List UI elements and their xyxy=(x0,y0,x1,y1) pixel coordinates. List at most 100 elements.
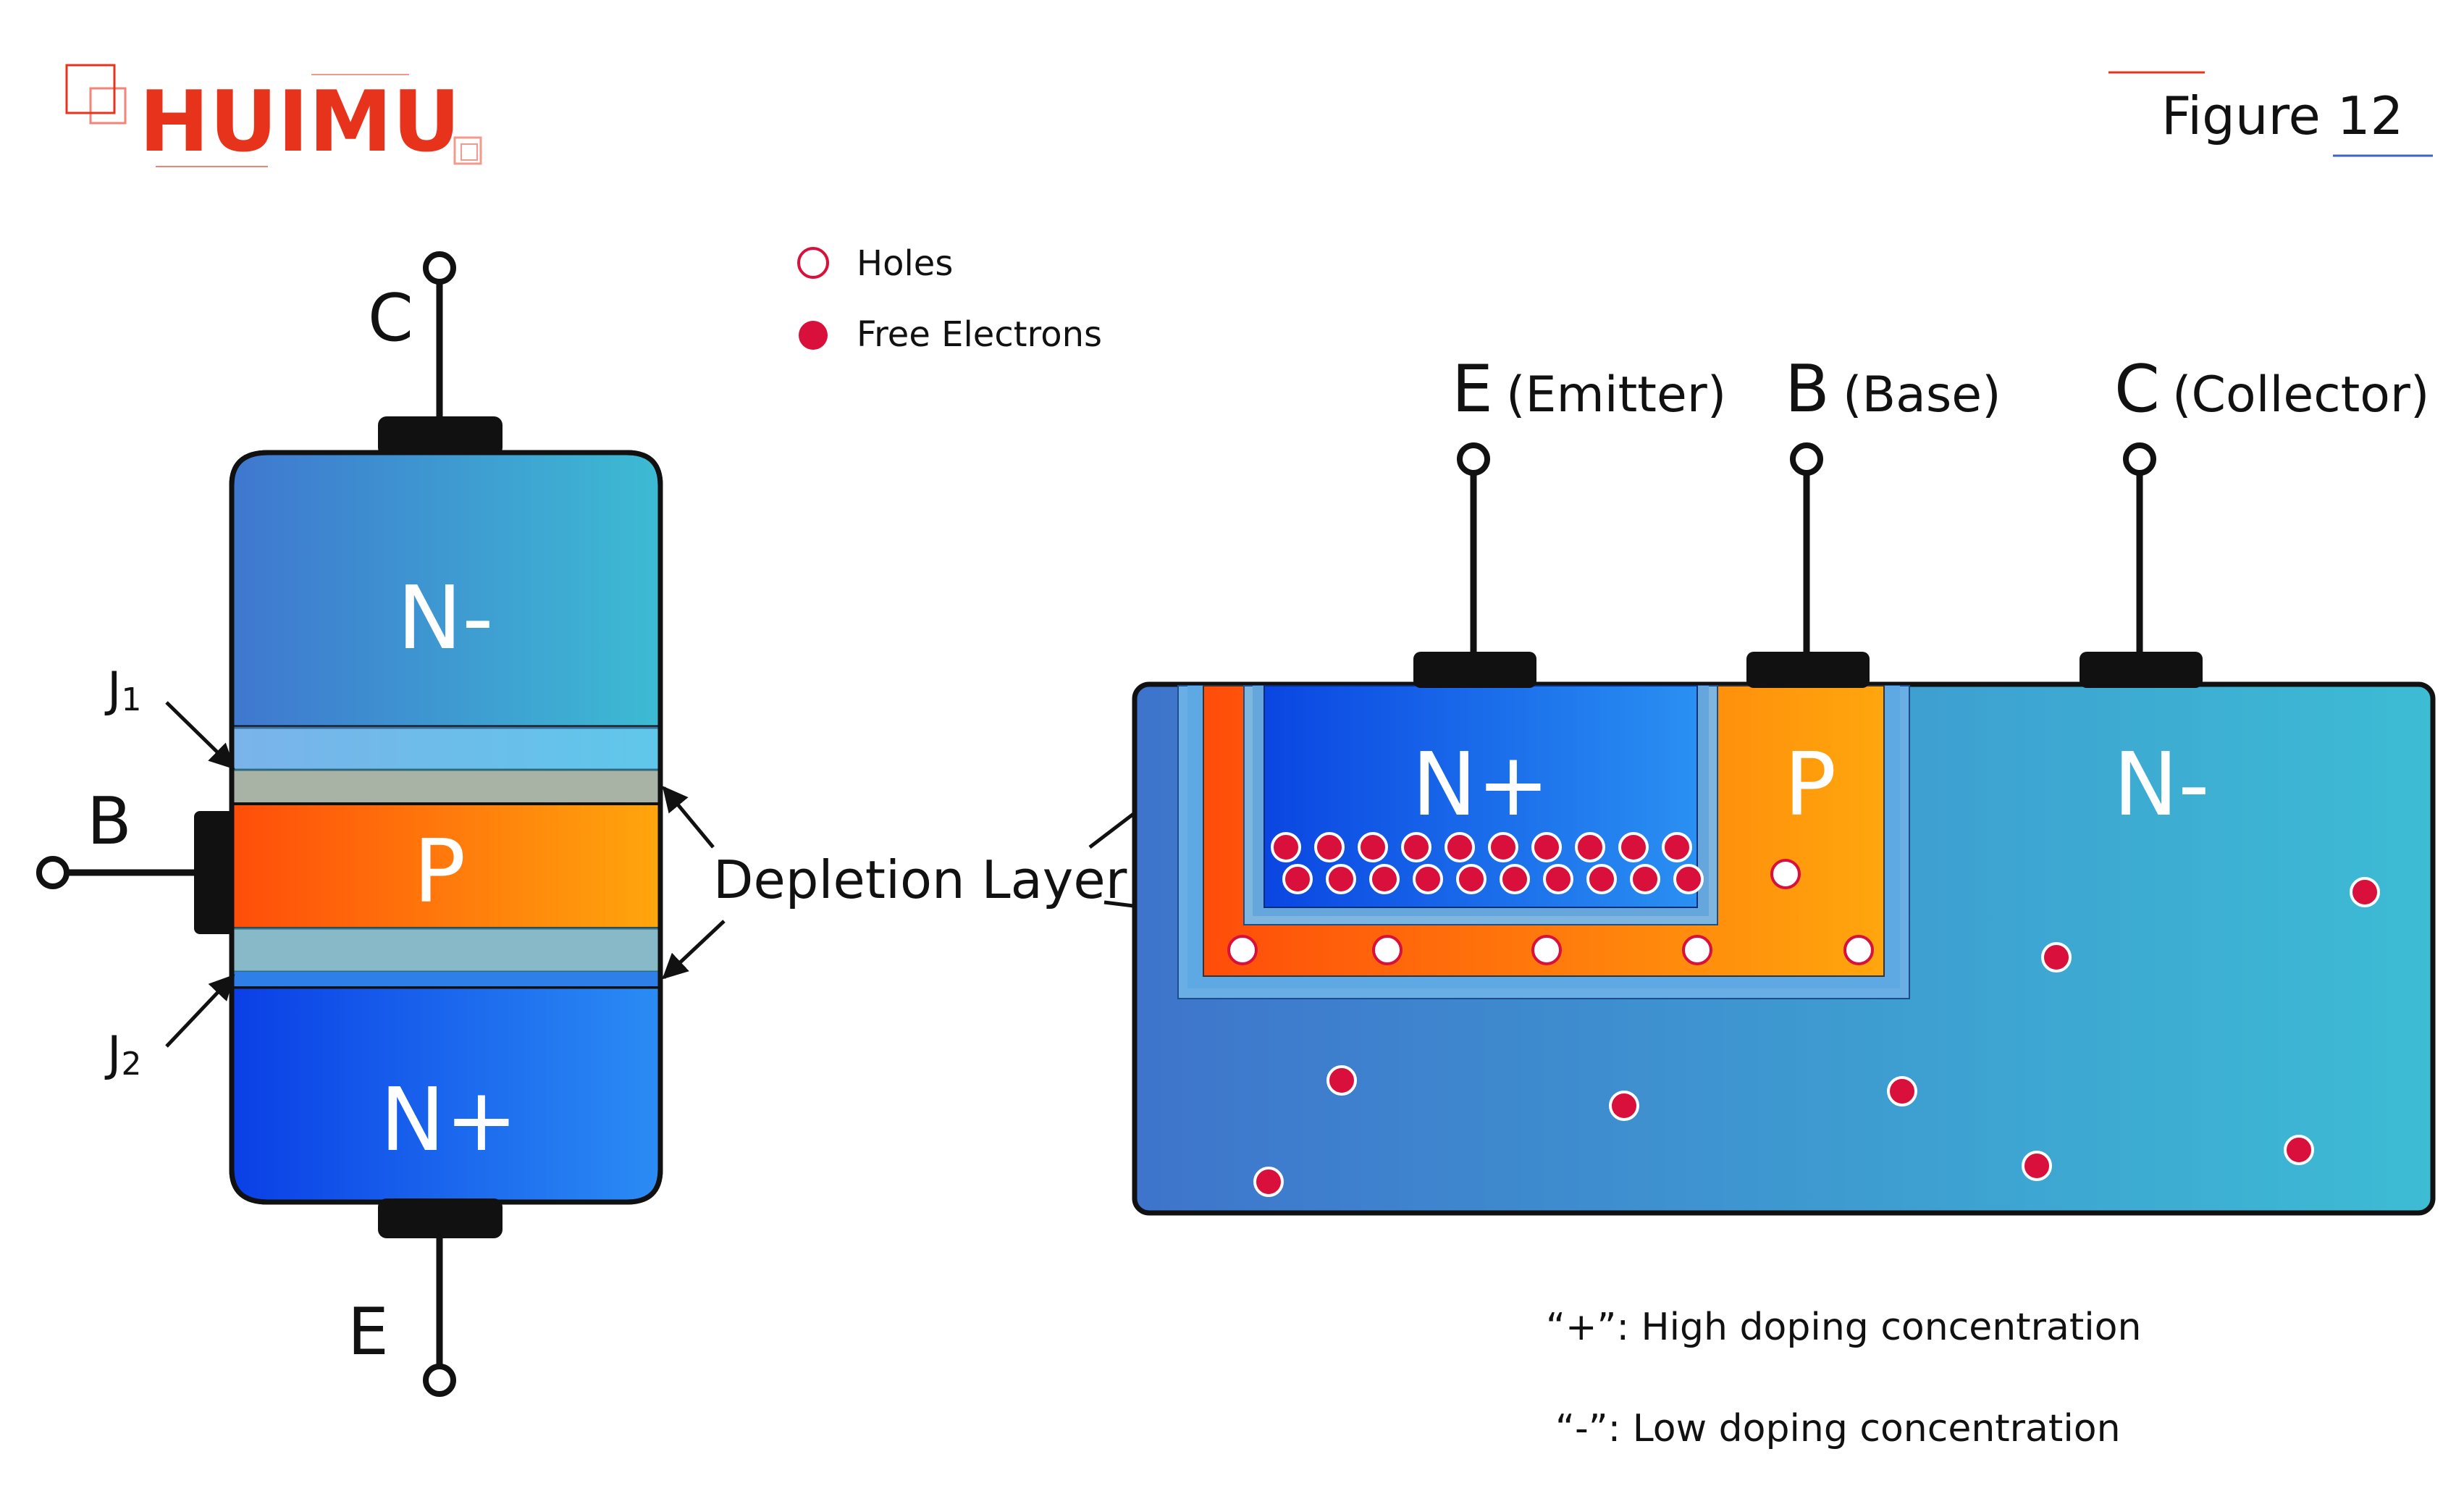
electron xyxy=(1282,864,1313,894)
electron xyxy=(1630,864,1660,894)
hole xyxy=(1843,935,1874,965)
junction-j1-label: J1 xyxy=(104,662,141,718)
figure-label-group: Figure 12 xyxy=(2108,71,2433,157)
emitter-region-top xyxy=(232,972,660,986)
legend-holes-label: Holes xyxy=(857,243,953,284)
left-terminal-e-label: E xyxy=(348,1294,389,1370)
junction-subscript: 1 xyxy=(121,681,141,718)
electron xyxy=(1488,832,1518,862)
base-contact xyxy=(194,811,234,934)
electron xyxy=(2284,1135,2314,1165)
electron xyxy=(1326,1065,1357,1096)
electron xyxy=(1609,1091,1639,1121)
electron-icon xyxy=(799,321,828,350)
right-terminal-e-letter: E xyxy=(1452,351,1493,427)
left-terminal-c-label: C xyxy=(368,280,413,356)
electron xyxy=(1456,864,1487,894)
electron xyxy=(1673,864,1704,894)
depletion-layer-j2 xyxy=(230,927,662,973)
junction-j2-text: J xyxy=(104,1026,121,1082)
brand-name: HUIMU xyxy=(139,73,461,171)
right-region-base-label: P xyxy=(1784,735,1836,836)
hole-icon xyxy=(797,247,829,279)
electron xyxy=(1314,832,1345,862)
depletion-arrow-left-bottom xyxy=(662,920,726,980)
electron xyxy=(1618,832,1649,862)
electron xyxy=(1445,832,1475,862)
electron xyxy=(2350,877,2380,907)
electron xyxy=(1531,832,1562,862)
right-collector-contact xyxy=(2080,652,2203,688)
electron xyxy=(1253,1167,1284,1197)
logo-square-icon xyxy=(89,87,127,125)
doping-notes: “+”: High doping concentration “-”: Low … xyxy=(1546,1306,2141,1450)
right-terminal-c-letter: C xyxy=(2114,351,2160,427)
right-region-emitter-label: N+ xyxy=(1412,735,1550,836)
emitter-terminal-icon xyxy=(423,1364,456,1397)
figure-label: Figure 12 xyxy=(2161,85,2403,146)
left-region-collector-label: N- xyxy=(397,568,493,669)
logo-square-icon xyxy=(453,136,482,165)
brand-logo: HUIMU xyxy=(65,64,482,171)
hole xyxy=(1531,935,1562,965)
electron xyxy=(1271,832,1301,862)
collector-electrons xyxy=(1253,877,2380,1197)
right-base-terminal-icon xyxy=(1790,442,1823,476)
right-region-collector-label: N- xyxy=(2113,735,2209,836)
legend: Holes Free Electrons xyxy=(797,243,1102,355)
hole xyxy=(1682,935,1712,965)
j1-arrow xyxy=(165,701,235,770)
junction-j2-label: J2 xyxy=(104,1026,141,1083)
depletion-layer-j1-lower xyxy=(230,768,662,805)
base-holes xyxy=(1227,859,1874,965)
collector-terminal-icon xyxy=(423,251,456,285)
right-terminal-e-name: (Emitter) xyxy=(1506,366,1726,424)
electron xyxy=(1543,864,1573,894)
electron xyxy=(2041,942,2072,973)
right-emitter-contact xyxy=(1413,652,1536,688)
electron xyxy=(1586,864,1617,894)
depletion-layer-label: Depletion Layer xyxy=(713,849,1127,910)
depletion-layer-j1-upper xyxy=(230,726,662,771)
right-collector-terminal-icon xyxy=(2123,442,2156,476)
transistor-outline xyxy=(229,450,663,1205)
electron xyxy=(1369,864,1400,894)
electron xyxy=(1500,864,1530,894)
right-terminal-c-name: (Collector) xyxy=(2172,366,2429,424)
left-region-emitter-label: N+ xyxy=(380,1070,518,1171)
electron xyxy=(1662,832,1692,862)
hole xyxy=(1372,935,1403,965)
legend-electrons-label: Free Electrons xyxy=(857,314,1102,355)
right-emitter-terminal-icon xyxy=(1457,442,1490,476)
electron xyxy=(2022,1151,2052,1181)
depletion-arrow-left-top xyxy=(662,786,715,849)
note-high-doping: “+”: High doping concentration xyxy=(1546,1306,2141,1349)
j2-arrow xyxy=(165,974,235,1048)
left-terminal-b-label: B xyxy=(87,784,132,860)
electron xyxy=(1575,832,1605,862)
right-base-contact xyxy=(1746,652,1870,688)
base-terminal-icon xyxy=(36,856,70,889)
electron xyxy=(1326,864,1356,894)
electron xyxy=(1401,832,1431,862)
emitter-contact xyxy=(378,1198,503,1238)
emitter-electrons xyxy=(1271,832,1704,894)
right-terminal-b-name: (Base) xyxy=(1843,366,2001,424)
electron xyxy=(1358,832,1388,862)
right-transistor: E (Emitter) B (Base) C (Collector) N+ P … xyxy=(1132,351,2436,1216)
electron xyxy=(1887,1076,1917,1106)
electron xyxy=(1413,864,1443,894)
junction-subscript: 2 xyxy=(121,1046,141,1083)
left-region-base-label: P xyxy=(413,822,466,923)
left-transistor: C N- P N+ B E J1 J2 xyxy=(36,251,663,1397)
right-terminal-b-letter: B xyxy=(1785,351,1830,427)
collector-contact xyxy=(378,416,503,456)
hole xyxy=(1227,935,1258,965)
junction-j1-text: J xyxy=(104,662,121,718)
logo-square-icon xyxy=(461,143,478,161)
note-low-doping: “-”: Low doping concentration xyxy=(1555,1407,2121,1450)
hole xyxy=(1770,859,1801,889)
base-region xyxy=(230,802,662,930)
